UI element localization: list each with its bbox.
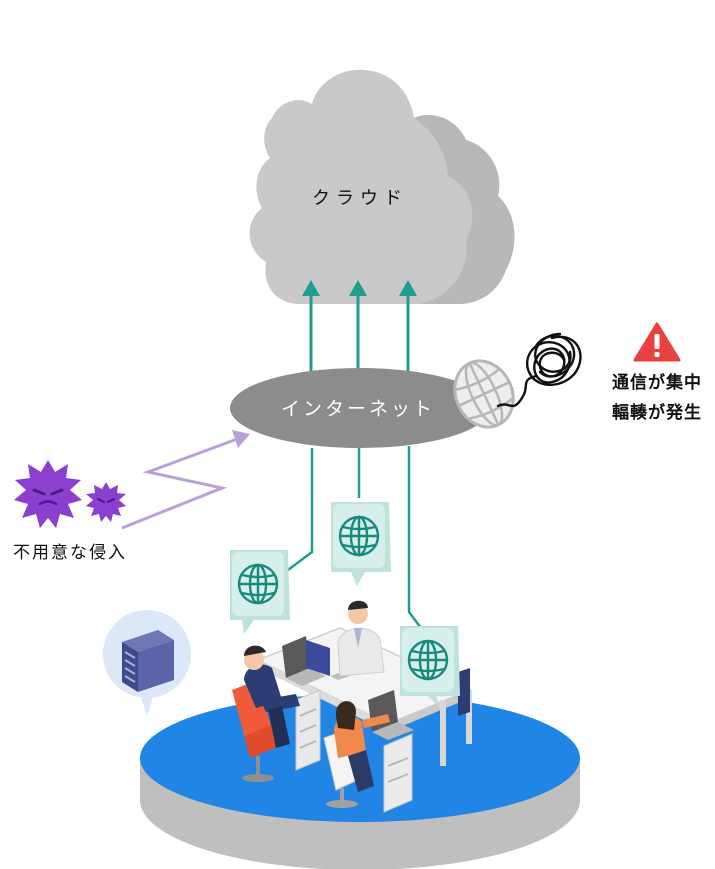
arrow-head-center — [349, 280, 367, 296]
globe-tile-left — [230, 550, 290, 634]
virus-icon — [14, 460, 82, 528]
tangle-icon — [496, 332, 582, 408]
person-orange — [323, 701, 390, 808]
congestion-label-line2: 輻輳が発生 — [612, 402, 702, 423]
cloud: クラウド — [249, 69, 515, 305]
globe-icon — [237, 563, 279, 605]
server-badge — [103, 610, 191, 716]
person-coat — [337, 600, 385, 677]
congestion-label-line1: 通信が集中 — [612, 372, 702, 393]
laptop-left — [282, 636, 326, 686]
congested-globe — [453, 359, 515, 429]
arrow-head-right — [399, 280, 417, 296]
person-suit — [232, 645, 300, 782]
arrow-head-left — [302, 280, 320, 296]
server-icon — [122, 630, 174, 692]
laptops — [282, 636, 414, 740]
internet-label: インターネット — [281, 398, 435, 420]
upload-arrows — [302, 280, 417, 372]
globe-icon — [407, 639, 449, 681]
globe-tile-center — [331, 502, 391, 586]
line-left — [287, 448, 314, 571]
intrusion-label: 不用意な侵入 — [13, 543, 127, 563]
globe-tile-right — [400, 626, 460, 710]
internet-ellipse — [230, 368, 490, 448]
globe-icon — [338, 515, 380, 557]
warning-triangle-icon — [633, 322, 681, 362]
virus-icon — [86, 482, 126, 522]
virus-large — [14, 460, 82, 528]
chair-back — [458, 668, 470, 716]
cloud-label: クラウド — [312, 188, 408, 209]
line-right — [407, 446, 431, 641]
intrusion-arrow — [121, 430, 250, 530]
internet: インターネット — [230, 368, 490, 448]
virus-small — [86, 482, 126, 522]
cloud-shade — [414, 114, 515, 305]
